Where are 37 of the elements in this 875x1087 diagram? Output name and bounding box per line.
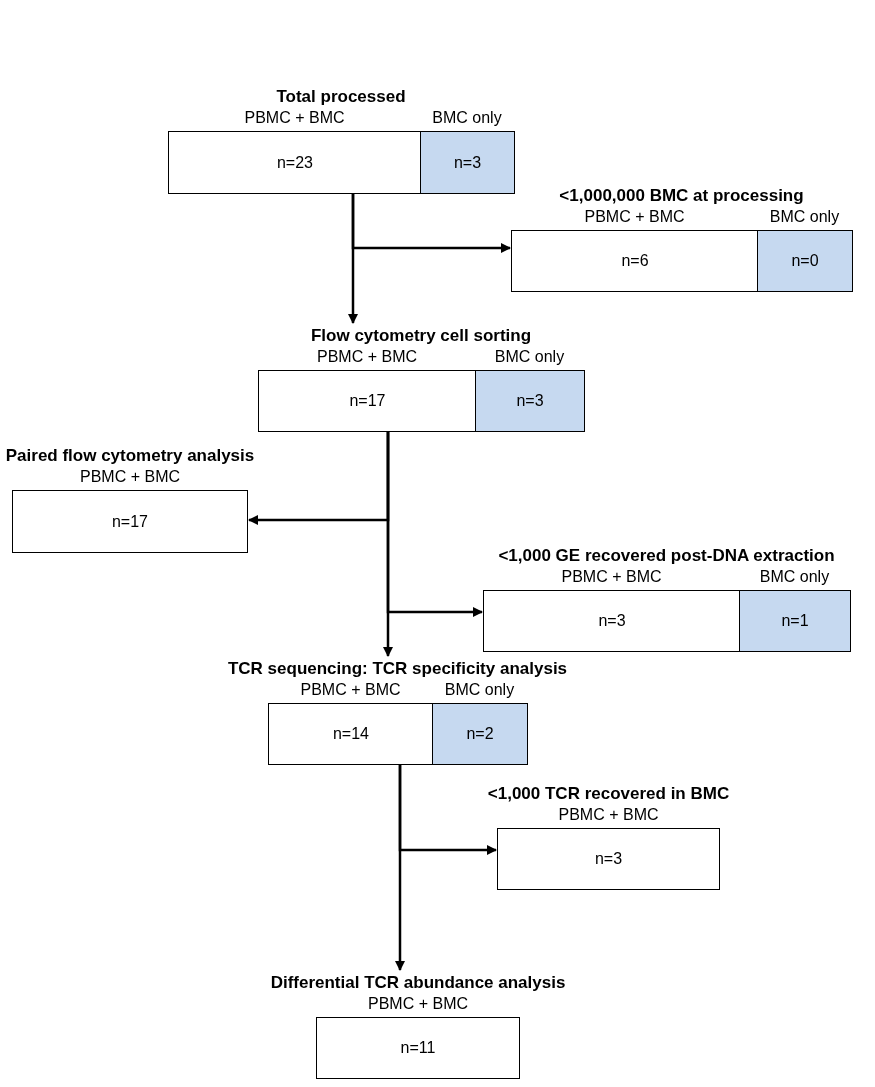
stage-heading: Total processed xyxy=(276,87,406,107)
count-cell: n=11 xyxy=(316,1017,520,1079)
count-cell: n=6 xyxy=(511,230,759,292)
arrow xyxy=(395,765,405,971)
count-cell: n=1 xyxy=(739,590,851,652)
column-label: BMC only xyxy=(759,568,830,586)
stage-heading: <1,000,000 BMC at processing xyxy=(559,186,804,206)
column-label: BMC only xyxy=(432,109,502,127)
column-label: PBMC + BMC xyxy=(80,468,180,486)
count-cell: n=0 xyxy=(757,230,853,292)
count-cell: n=3 xyxy=(475,370,585,432)
column-label: BMC only xyxy=(444,681,515,699)
column-label: BMC only xyxy=(494,348,565,366)
count-cell: n=3 xyxy=(497,828,720,890)
stage-heading: <1,000 TCR recovered in BMC xyxy=(487,784,730,804)
stage-heading: Paired flow cytometry analysis xyxy=(5,446,255,466)
stage-heading: TCR sequencing: TCR specificity analysis xyxy=(227,659,568,679)
count-cell: n=17 xyxy=(258,370,477,432)
arrow xyxy=(383,432,393,657)
column-label: PBMC + BMC xyxy=(584,208,685,226)
count-cell: n=3 xyxy=(483,590,741,652)
count-cell: n=17 xyxy=(12,490,248,553)
column-label: PBMC + BMC xyxy=(317,348,417,366)
stage-heading: Differential TCR abundance analysis xyxy=(270,973,566,993)
column-label: PBMC + BMC xyxy=(300,681,401,699)
arrow xyxy=(348,194,358,324)
column-label: PBMC + BMC xyxy=(368,995,468,1013)
column-label: PBMC + BMC xyxy=(561,568,662,586)
count-cell: n=14 xyxy=(268,703,434,765)
count-cell: n=3 xyxy=(420,131,515,194)
column-label: BMC only xyxy=(769,208,840,226)
count-cell: n=2 xyxy=(432,703,528,765)
stage-heading: <1,000 GE recovered post-DNA extraction xyxy=(498,546,835,566)
column-label: PBMC + BMC xyxy=(244,109,345,127)
count-cell: n=23 xyxy=(168,131,422,194)
stage-heading: Flow cytometry cell sorting xyxy=(310,326,532,346)
column-label: PBMC + BMC xyxy=(558,806,659,824)
